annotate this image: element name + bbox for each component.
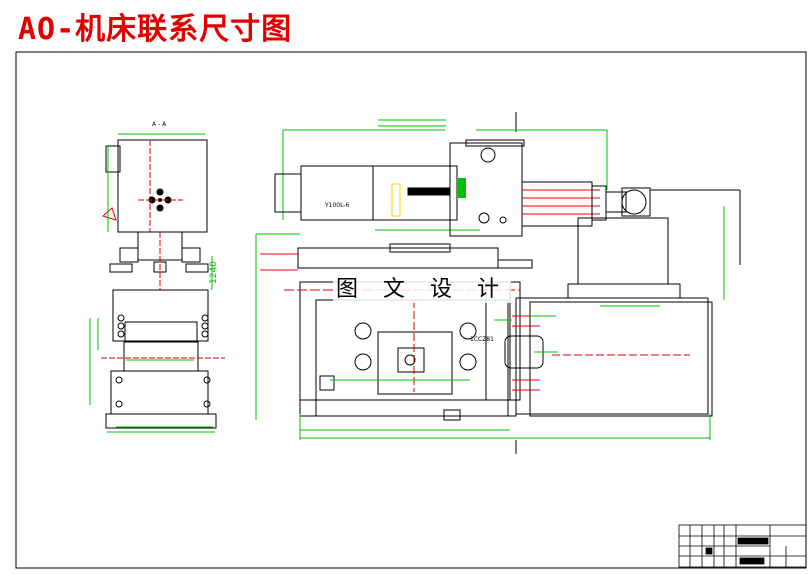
motor-label: Y100L-6 [324,202,350,209]
bolt-hole-3 [459,322,477,340]
bed-pocket [377,331,453,395]
watermark: 图 文 设 计 [333,271,511,303]
extension-bed [515,297,709,415]
title-block [678,524,807,568]
spindles [522,189,600,215]
front-view: Y100L-6 [255,112,741,454]
bolt-hole-1 [354,322,372,340]
gearbox [372,165,458,221]
housing-flange [105,145,121,173]
vertical-dimension: 1240 [209,261,219,284]
side-view: A - A 1240 [89,121,225,433]
drawing-title: AO-机床联系尺寸图 [18,12,293,47]
spindle-box [521,181,593,227]
column-upper [112,289,209,342]
motor-body [300,165,374,221]
column-lower [110,370,209,415]
sheet-border [15,51,807,569]
section-label: A - A [152,121,167,128]
fixture-column [577,217,669,285]
bolt-hole-2 [354,353,372,371]
motor-fan-cover [274,173,302,213]
bolt-hole-4 [459,353,477,371]
housing-top [117,139,208,233]
spindle-label: 1CCZ81 [470,336,494,343]
side-bolts [115,314,211,408]
slide-rail [297,247,499,269]
